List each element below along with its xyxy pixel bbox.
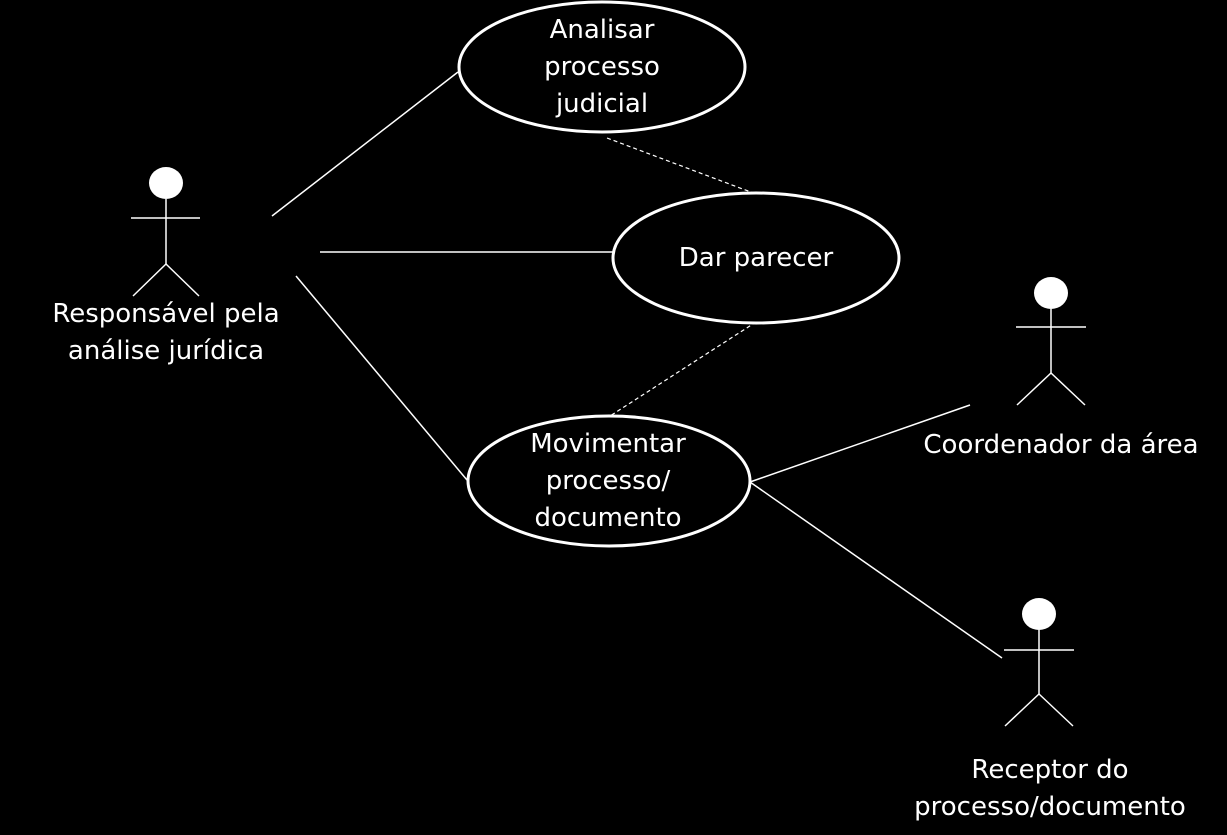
use-case-movimentar-line-2: processo/ bbox=[545, 466, 671, 496]
use-case-dar-parecer-line-1: Dar parecer bbox=[678, 243, 834, 273]
actor-coordenador-icon bbox=[1016, 277, 1086, 406]
use-case-dar-parecer-ellipse bbox=[611, 191, 901, 325]
use-case-movimentar-label: Movimentar processo/ documento bbox=[498, 426, 718, 537]
use-case-movimentar-ellipse bbox=[466, 414, 752, 548]
association-movimentar-receptor bbox=[749, 481, 1003, 659]
use-case-analisar-line-3: judicial bbox=[555, 89, 649, 119]
use-case-analisar-line-1: Analisar bbox=[549, 15, 655, 45]
association-responsavel-movimentar bbox=[295, 275, 468, 481]
actor-responsavel-line-1: Responsável pela bbox=[52, 299, 280, 329]
dependency-dar-parecer-movimentar bbox=[609, 321, 757, 417]
actor-receptor-line-1: Receptor do bbox=[971, 755, 1129, 785]
use-case-analisar-label: Analisar processo judicial bbox=[502, 12, 702, 123]
actor-receptor-line-2: processo/documento bbox=[914, 792, 1186, 822]
use-case-movimentar-line-3: documento bbox=[534, 503, 682, 533]
use-case-analisar-ellipse bbox=[457, 0, 747, 134]
association-responsavel-analisar bbox=[271, 71, 459, 217]
use-case-dar-parecer-label: Dar parecer bbox=[641, 240, 871, 277]
dependency-analisar-dar-parecer bbox=[606, 137, 757, 195]
actor-coordenador-label: Coordenador da área bbox=[907, 427, 1215, 464]
actor-coordenador-line-1: Coordenador da área bbox=[923, 430, 1199, 460]
actor-responsavel-line-2: análise jurídica bbox=[67, 336, 265, 366]
association-movimentar-coordenador bbox=[749, 404, 971, 483]
actor-responsavel-icon bbox=[131, 167, 200, 297]
use-case-movimentar-line-1: Movimentar bbox=[530, 429, 686, 459]
actor-receptor-icon bbox=[1004, 598, 1074, 727]
actor-receptor-label: Receptor do processo/documento bbox=[889, 752, 1211, 826]
use-case-analisar-line-2: processo bbox=[544, 52, 660, 82]
actor-responsavel-label: Responsável pela análise jurídica bbox=[26, 296, 306, 370]
